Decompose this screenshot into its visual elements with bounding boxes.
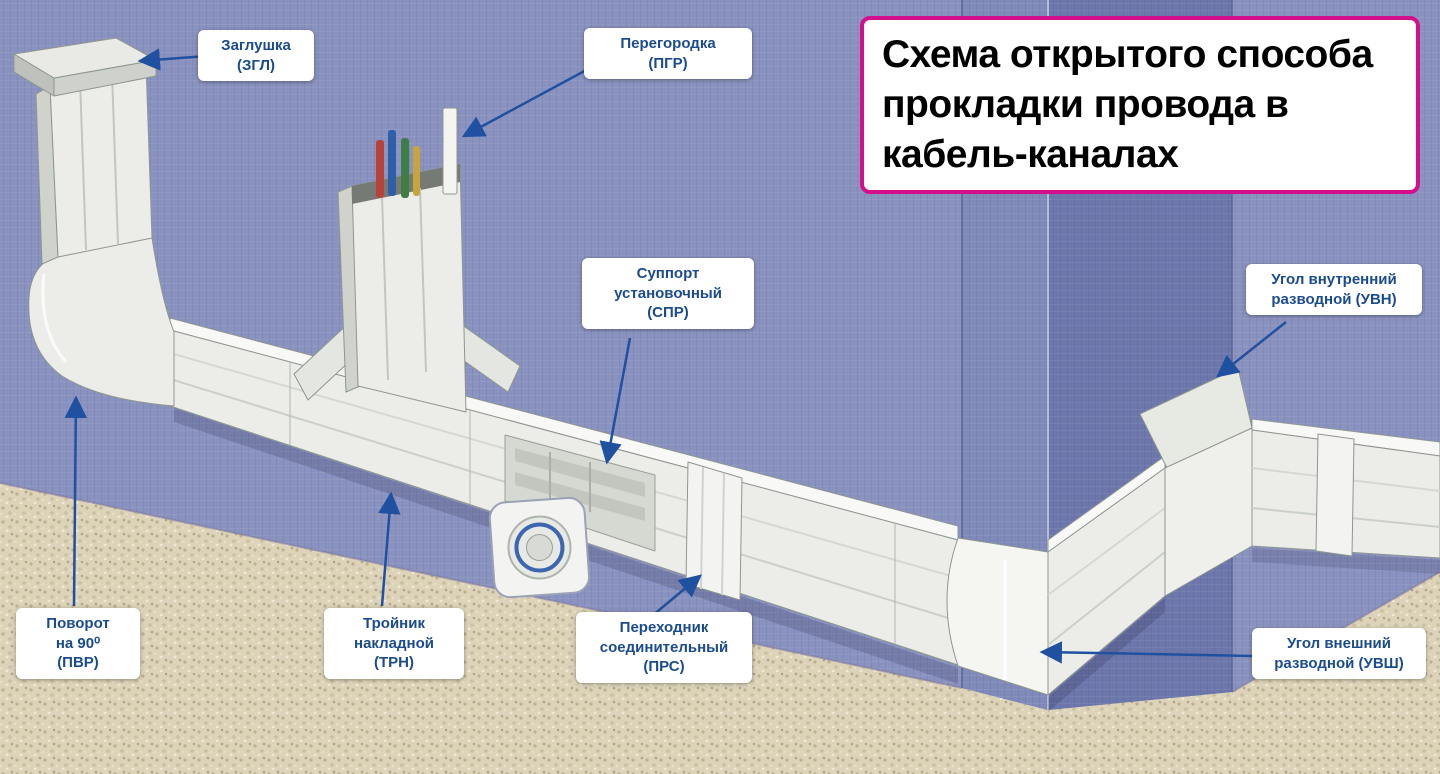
label-internal-corner: Угол внутренний разводной (УВН) bbox=[1246, 264, 1422, 315]
arrow-zgl bbox=[137, 48, 208, 71]
right-duct bbox=[1251, 418, 1440, 559]
connector-piece bbox=[685, 461, 743, 601]
label-partition: Перегородка (ПГР) bbox=[584, 28, 752, 79]
vertical-channel bbox=[35, 63, 153, 265]
arrow-pvr bbox=[64, 395, 88, 607]
diagram-title: Схема открытого способа прокладки провод… bbox=[860, 16, 1420, 194]
support-opening bbox=[504, 434, 656, 552]
callout-arrows bbox=[64, 48, 1287, 664]
elbow-highlight bbox=[41, 273, 68, 363]
external-corner bbox=[946, 537, 1049, 696]
arrow-pgr bbox=[461, 66, 591, 138]
internal-corner bbox=[1139, 367, 1253, 597]
cable-channel bbox=[13, 37, 1440, 712]
tee-branch bbox=[293, 163, 521, 413]
arrow-spr bbox=[599, 337, 632, 465]
wires bbox=[376, 130, 420, 198]
partition-strip bbox=[442, 107, 458, 195]
right-duct-shadow bbox=[1252, 548, 1440, 574]
arrow-uvn bbox=[1216, 321, 1287, 378]
wall-socket bbox=[488, 496, 591, 599]
right-duct-joint bbox=[1315, 433, 1355, 557]
label-end-cap: Заглушка (ЗГЛ) bbox=[198, 30, 314, 81]
arrow-uvsh bbox=[1039, 641, 1255, 664]
elbow-90 bbox=[28, 237, 175, 407]
label-mounting-support: Суппорт установочный (СПР) bbox=[582, 258, 754, 329]
label-external-corner: Угол внешний разводной (УВШ) bbox=[1252, 628, 1426, 679]
label-elbow-90: Поворот на 90⁰ (ПВР) bbox=[16, 608, 140, 679]
column-duct-shadow bbox=[1048, 598, 1165, 712]
arrow-prs bbox=[651, 574, 702, 617]
label-connector: Переходник соединительный (ПРС) bbox=[576, 612, 752, 683]
arrow-trn bbox=[378, 491, 401, 607]
label-tee: Тройник накладной (ТРН) bbox=[324, 608, 464, 679]
